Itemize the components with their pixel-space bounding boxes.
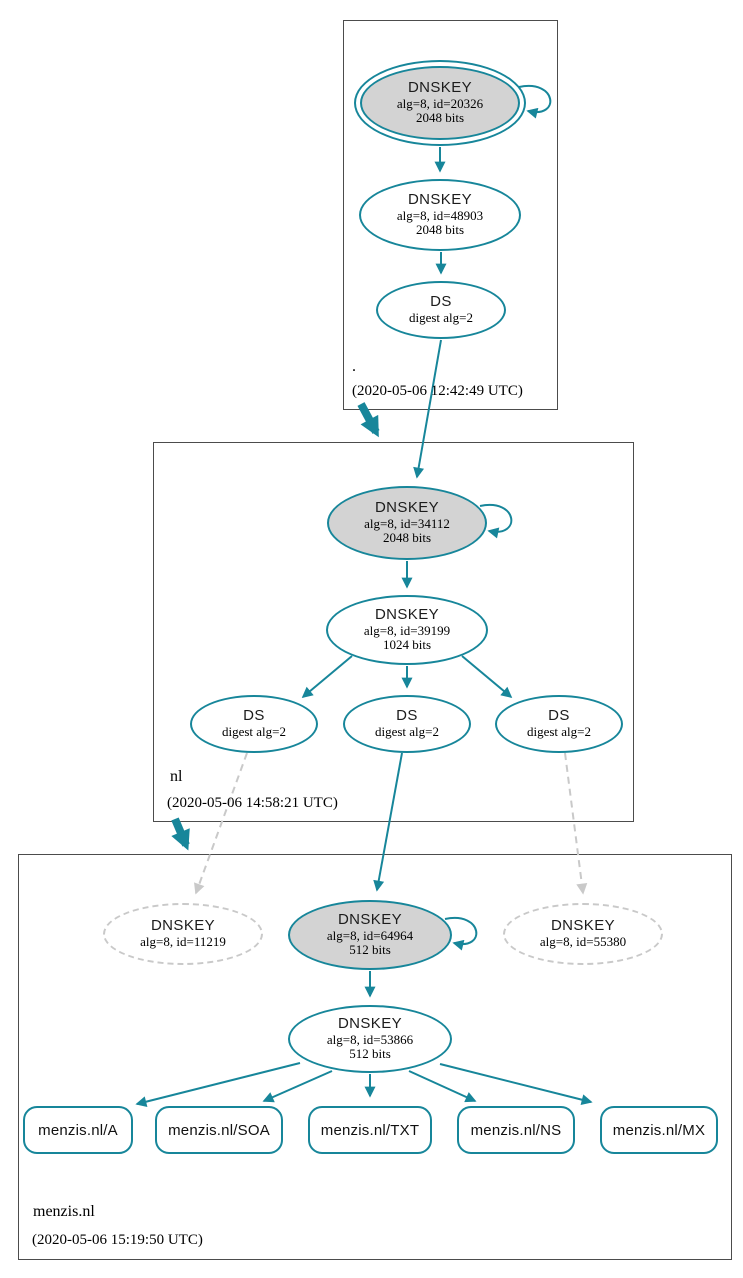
rrset-node-menzis-nl-mx[interactable]: menzis.nl/MX — [600, 1106, 718, 1154]
edge-key53866-rrset-a — [135, 1062, 301, 1108]
node-bits: 2048 bits — [415, 110, 465, 126]
node-title: DNSKEY — [407, 191, 473, 209]
node-title: DNSKEY — [337, 1015, 403, 1033]
dnskey-node-39199[interactable]: DNSKEY alg=8, id=39199 1024 bits — [326, 595, 488, 665]
rrset-label: menzis.nl/MX — [612, 1121, 706, 1139]
zone-timestamp-nl: (2020-05-06 14:58:21 UTC) — [167, 795, 338, 811]
node-detail: digest alg=2 — [408, 310, 474, 326]
node-detail: alg=8, id=55380 — [539, 934, 627, 950]
node-bits: 2048 bits — [382, 530, 432, 546]
dnskey-node-11219-missing[interactable]: DNSKEY alg=8, id=11219 — [103, 903, 263, 965]
selfloop-key64964 — [444, 916, 478, 951]
dnskey-node-34112-ksk[interactable]: DNSKEY alg=8, id=34112 2048 bits — [327, 486, 487, 560]
zone-timestamp-root: (2020-05-06 12:42:49 UTC) — [352, 383, 523, 399]
rrset-node-menzis-nl-txt[interactable]: menzis.nl/TXT — [308, 1106, 432, 1154]
edge-ds-root-key34112 — [413, 339, 442, 479]
dnskey-node-48903[interactable]: DNSKEY alg=8, id=48903 2048 bits — [359, 179, 521, 251]
edge-key53866-rrset-mx — [439, 1063, 593, 1106]
rrset-node-menzis-nl-soa[interactable]: menzis.nl/SOA — [155, 1106, 283, 1154]
dnskey-node-53866[interactable]: DNSKEY alg=8, id=53866 512 bits — [288, 1005, 452, 1073]
dnskey-node-64964-ksk[interactable]: DNSKEY alg=8, id=64964 512 bits — [288, 900, 452, 970]
node-title: DNSKEY — [374, 606, 440, 624]
edge-ds-nl-left-key11219-dashed — [194, 752, 248, 895]
rrset-label: menzis.nl/NS — [470, 1121, 562, 1139]
node-detail: digest alg=2 — [221, 724, 287, 740]
node-title: DS — [243, 707, 265, 725]
node-detail: alg=8, id=64964 — [326, 927, 414, 943]
dnskey-node-20326-ksk[interactable]: DNSKEY alg=8, id=20326 2048 bits — [354, 60, 526, 146]
rrset-label: menzis.nl/A — [38, 1121, 118, 1139]
rrset-label: menzis.nl/TXT — [320, 1121, 420, 1139]
delegation-arrow-root-nl — [357, 402, 380, 438]
ds-node-nl-right[interactable]: DS digest alg=2 — [495, 695, 623, 753]
dnskey-20326-inner-ring — [360, 66, 520, 140]
node-bits: 512 bits — [349, 1046, 391, 1062]
zone-label-menzis-nl: menzis.nl — [33, 1203, 95, 1220]
ds-node-root[interactable]: DS digest alg=2 — [376, 281, 506, 339]
edge-key39199-ds-nl-left — [301, 655, 353, 699]
zone-box-menzis-nl — [18, 854, 732, 1260]
node-title: DS — [430, 293, 452, 311]
zone-box-root — [343, 20, 558, 410]
rrset-label: menzis.nl/SOA — [168, 1121, 270, 1139]
edge-ds-nl-mid-key64964 — [373, 752, 403, 892]
edge-key39199-ds-nl-right — [461, 655, 513, 699]
zone-label-nl: nl — [170, 768, 183, 785]
node-detail: alg=8, id=34112 — [364, 515, 450, 531]
rrset-node-menzis-nl-ns[interactable]: menzis.nl/NS — [457, 1106, 575, 1154]
node-detail: digest alg=2 — [526, 724, 592, 740]
node-detail: digest alg=2 — [374, 724, 440, 740]
node-detail: alg=8, id=20326 — [396, 95, 484, 111]
node-title: DNSKEY — [407, 79, 473, 97]
node-bits: 512 bits — [349, 942, 391, 958]
rrset-node-menzis-nl-a[interactable]: menzis.nl/A — [23, 1106, 133, 1154]
node-detail: alg=8, id=39199 — [363, 622, 451, 638]
node-detail: alg=8, id=53866 — [326, 1031, 414, 1047]
node-detail: alg=8, id=48903 — [396, 207, 484, 223]
edge-ds-nl-right-key55380-dashed — [564, 752, 588, 895]
dnskey-node-55380-missing[interactable]: DNSKEY alg=8, id=55380 — [503, 903, 663, 965]
node-title: DS — [396, 707, 418, 725]
edge-key53866-rrset-soa — [262, 1070, 333, 1103]
zone-label-root: . — [352, 358, 356, 375]
selfloop-key34112 — [479, 503, 513, 539]
ds-node-nl-mid[interactable]: DS digest alg=2 — [343, 695, 471, 753]
zone-timestamp-menzis-nl: (2020-05-06 15:19:50 UTC) — [32, 1232, 203, 1248]
ds-node-nl-left[interactable]: DS digest alg=2 — [190, 695, 318, 753]
delegation-arrow-nl-menzis — [171, 817, 190, 851]
node-title: DNSKEY — [337, 911, 403, 929]
node-bits: 1024 bits — [382, 637, 432, 653]
node-bits: 2048 bits — [415, 222, 465, 238]
edge-key53866-rrset-ns — [408, 1070, 477, 1103]
node-title: DS — [548, 707, 570, 725]
zone-box-nl — [153, 442, 634, 822]
node-detail: alg=8, id=11219 — [140, 934, 226, 950]
node-title: DNSKEY — [374, 499, 440, 517]
node-title: DNSKEY — [150, 917, 216, 935]
node-title: DNSKEY — [550, 917, 616, 935]
selfloop-key20326 — [518, 84, 552, 119]
